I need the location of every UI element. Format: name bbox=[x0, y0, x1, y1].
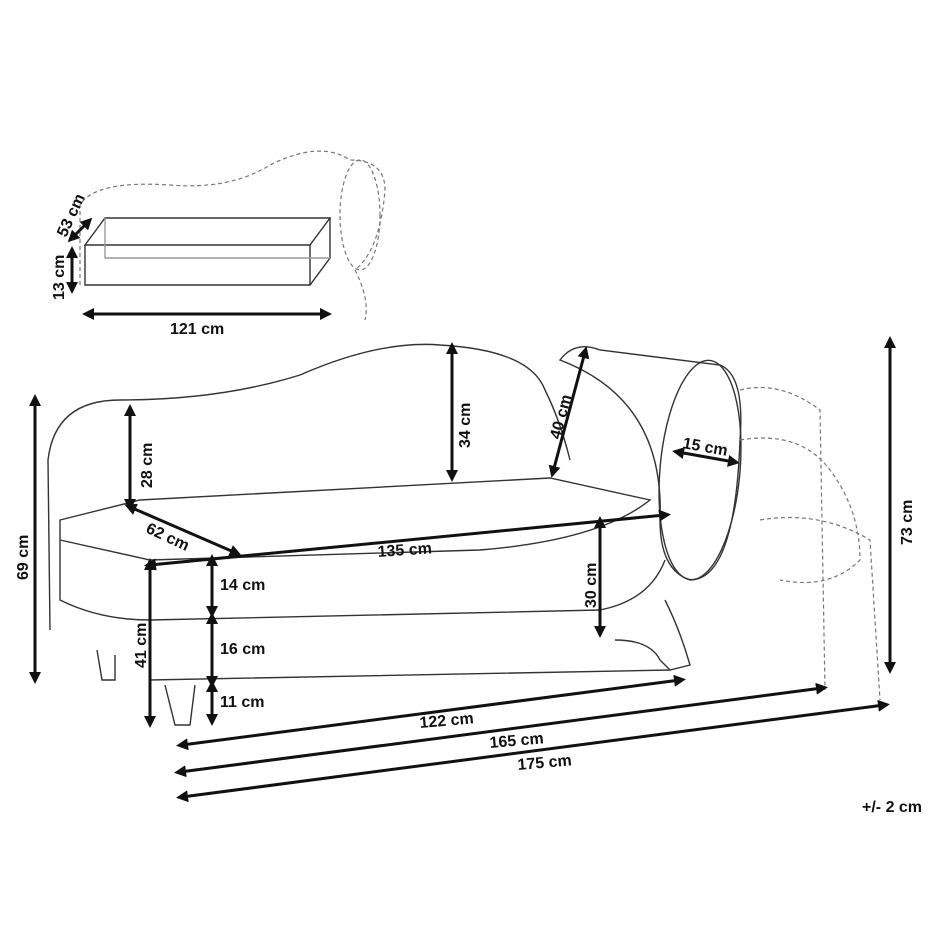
storage-inset: 53 cm 13 cm 121 cm bbox=[51, 150, 386, 338]
storage-depth-label: 53 cm bbox=[54, 191, 89, 239]
armrest-height-label: 30 cm bbox=[583, 563, 600, 608]
total-length-cushion-label: 175 cm bbox=[517, 752, 573, 774]
backrest-low-label: 28 cm bbox=[139, 443, 156, 488]
cushion-length-label: 40 cm bbox=[547, 393, 575, 441]
base-height-label: 16 cm bbox=[220, 641, 265, 658]
total-height-label: 69 cm bbox=[15, 535, 32, 580]
leg-height-label: 11 cm bbox=[220, 694, 264, 711]
dimension-lines bbox=[29, 336, 896, 803]
total-length-label: 165 cm bbox=[489, 730, 545, 752]
seat-length-label: 135 cm bbox=[377, 540, 432, 561]
tolerance-label: +/- 2 cm bbox=[862, 799, 922, 816]
base-length-label: 122 cm bbox=[419, 710, 475, 732]
storage-height-label: 13 cm bbox=[51, 255, 68, 300]
seat-thickness-label: 14 cm bbox=[220, 577, 265, 594]
backrest-high-label: 34 cm bbox=[457, 403, 474, 448]
height-with-cushion-label: 73 cm bbox=[899, 500, 916, 545]
seat-height-label: 41 cm bbox=[133, 623, 150, 668]
storage-width-label: 121 cm bbox=[170, 321, 224, 338]
seat-depth-label: 62 cm bbox=[143, 520, 191, 555]
cushion-diameter-label: 15 cm bbox=[681, 435, 729, 460]
